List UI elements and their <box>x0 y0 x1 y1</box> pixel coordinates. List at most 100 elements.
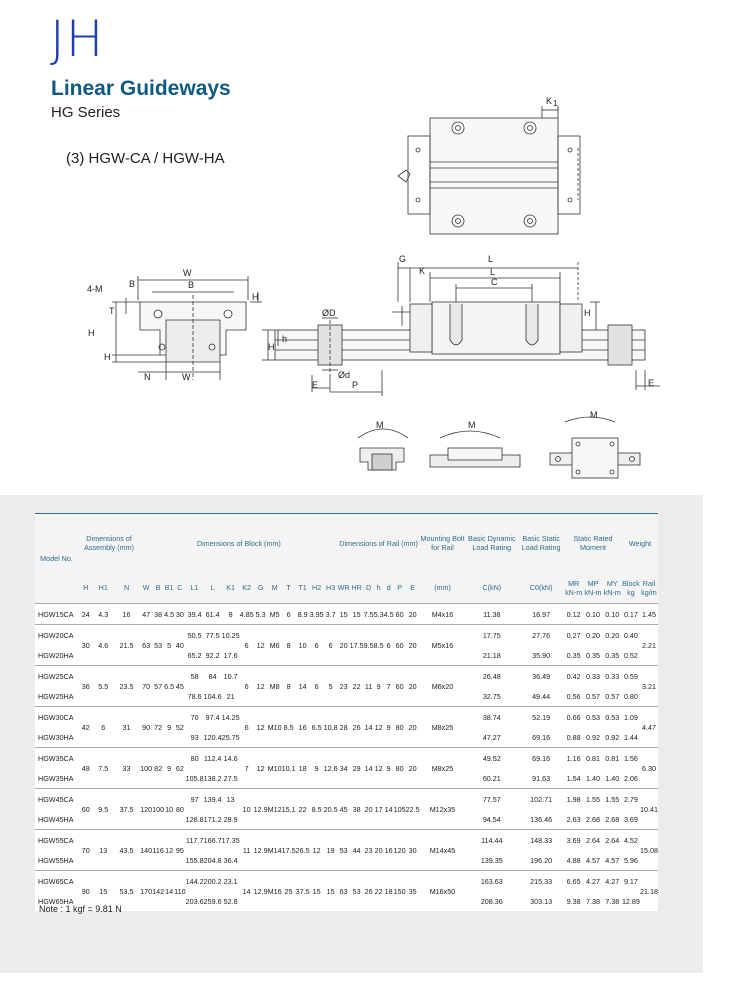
table-cell: 166.7 <box>203 829 222 850</box>
table-cell: 16 <box>383 829 394 871</box>
table-cell: 20 <box>405 706 420 748</box>
table-cell: 6 <box>239 624 254 666</box>
table-cell: 93 <box>190 732 199 742</box>
table-cell: 80 <box>174 788 186 830</box>
table-cell: 5.5 <box>93 665 113 707</box>
table-cell: 3.69 <box>564 829 584 850</box>
table-cell: 27.76 <box>518 624 564 645</box>
subheader-cell: (mm) <box>419 572 466 604</box>
table-cell: 23 <box>337 665 350 707</box>
subheader-cell: K2 <box>239 572 254 604</box>
table-cell: 15.08 <box>639 829 658 871</box>
subheader-cell: C(kN) <box>465 572 519 604</box>
table-cell: 20 <box>405 665 420 707</box>
subheader-cell: B <box>152 572 165 604</box>
table-cell: 144.2 <box>185 870 204 891</box>
header-moment: Static Rated Moment <box>564 513 622 572</box>
table-cell: 17 <box>373 788 384 830</box>
table-cell: 9.5 <box>363 624 374 666</box>
table-cell: 58 <box>185 665 204 686</box>
table-cell: M10 <box>267 706 282 748</box>
table-cell: 23.1 <box>221 870 240 891</box>
table-cell: 112.4 <box>203 747 222 768</box>
table-cell: 203.6 <box>185 896 204 906</box>
subheader-cell: M <box>267 572 282 604</box>
table-cell: 48 <box>78 747 94 789</box>
table-cell: 22 <box>295 788 310 830</box>
table-cell: 204.8 <box>203 855 222 865</box>
table-cell: 36 <box>78 665 94 707</box>
table-cell: 26 <box>349 706 364 748</box>
model-cell: HGW65HA <box>38 896 74 906</box>
table-cell: 52.19 <box>518 706 564 727</box>
table-cell: 12 <box>253 665 268 707</box>
table-cell: 4.3 <box>93 603 113 625</box>
label-W: W <box>183 268 192 278</box>
table-cell: 35 <box>405 870 420 911</box>
side-view-drawing <box>262 262 660 396</box>
table-cell: 8 <box>281 624 296 666</box>
label-C: C <box>491 277 498 287</box>
table-cell: 0.92 <box>605 732 620 742</box>
table-cell: 100 <box>140 747 153 789</box>
spec-table: Model No. Dimensions of Assembly (mm) Di… <box>35 513 658 911</box>
table-cell: M8x25 <box>419 706 466 748</box>
table-cell: 0.53 <box>602 706 622 727</box>
table-cell: 38 <box>152 603 165 625</box>
table-cell: 0.59 <box>621 665 640 686</box>
table-cell: 37.5 <box>112 788 141 830</box>
unit-label: kN-m <box>603 587 621 597</box>
table-cell: 15 <box>93 870 113 911</box>
subheader-cell: H2 <box>309 572 324 604</box>
table-cell: 60 <box>393 665 406 707</box>
table-cell: 14.25 <box>221 706 240 727</box>
table-cell: 20 <box>337 624 350 666</box>
table-cell: 0.52 <box>623 650 638 660</box>
table-cell: 3.69 <box>623 814 638 824</box>
table-cell: 10.1 <box>281 747 296 789</box>
table-cell: 9.38 <box>566 896 581 906</box>
table-cell: 171.2 <box>203 814 222 824</box>
table-cell: 0.56 <box>566 691 581 701</box>
table-cell: 72 <box>152 706 165 748</box>
unit-note: Note : 1 kgf = 9.81 N <box>39 904 122 914</box>
table-cell: 12 <box>373 706 384 748</box>
label-L: L <box>488 254 493 264</box>
label-E-right: E <box>648 378 654 388</box>
table-cell: 43.5 <box>112 829 141 871</box>
top-view-drawing <box>397 106 581 235</box>
table-cell: 4.27 <box>602 870 622 891</box>
table-cell: 69.16 <box>532 732 551 742</box>
table-cell: 53 <box>337 829 350 871</box>
table-cell: 78.6 <box>187 691 202 701</box>
table-cell: 15.1 <box>281 788 296 830</box>
table-cell: 14 <box>383 788 394 830</box>
table-cell: 0.27 <box>564 624 584 645</box>
label-N: N <box>144 372 151 382</box>
svg-text:1: 1 <box>553 98 558 108</box>
subheader-cell: B1 <box>164 572 175 604</box>
subheader-cell: K1 <box>221 572 240 604</box>
table-cell: 1.98 <box>564 788 584 809</box>
front-view-drawing <box>112 276 262 380</box>
table-cell: 21 <box>226 691 235 701</box>
table-cell: 16.97 <box>518 603 564 625</box>
table-cell: 39.4 <box>185 603 204 625</box>
table-cell: 8 <box>221 603 240 625</box>
table-cell: 0.35 <box>605 650 620 660</box>
table-cell: 16 <box>112 603 141 625</box>
table-cell: 1.40 <box>585 773 600 783</box>
table-cell: 27.5 <box>223 773 238 783</box>
section-heading: (3) HGW-CA / HGW-HA <box>66 150 225 167</box>
table-cell: 22.5 <box>405 788 420 830</box>
table-cell: 8.5 <box>373 624 384 666</box>
table-cell: 6 <box>93 706 113 748</box>
table-cell: 30 <box>405 829 420 871</box>
table-cell: 4.5 <box>383 603 394 625</box>
table-cell: 12.9 <box>253 829 268 871</box>
label-L1: L <box>490 267 495 277</box>
table-cell: M6 <box>267 624 282 666</box>
table-cell: 7.5 <box>363 603 374 625</box>
table-cell: 0.66 <box>564 706 584 727</box>
